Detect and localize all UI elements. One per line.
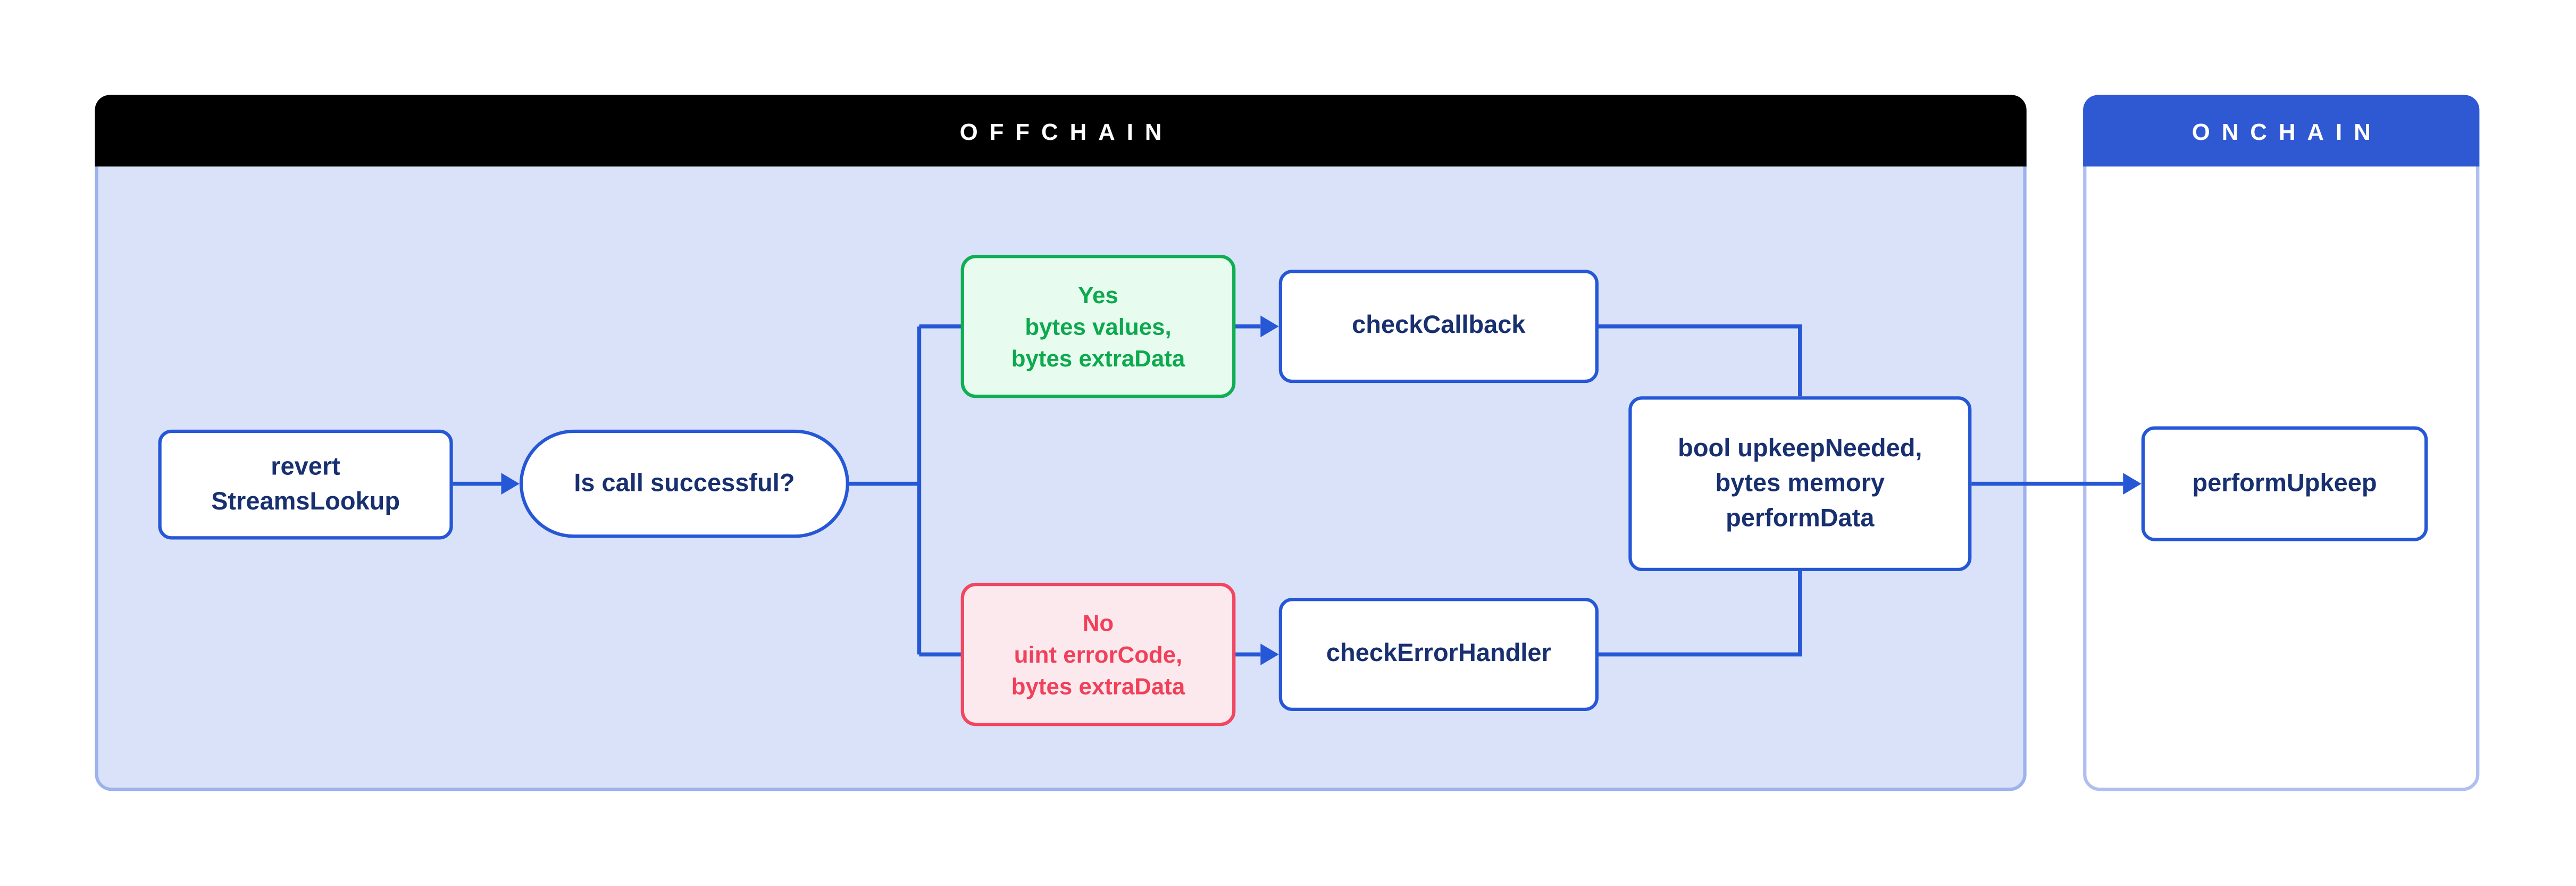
onchain-title: ONCHAIN	[2192, 117, 2382, 144]
node-yes-label: Yes bytes values, bytes extraData	[1011, 280, 1185, 371]
onchain-header: ONCHAIN	[2083, 95, 2480, 167]
node-is-call-successful: Is call successful?	[519, 429, 849, 538]
offchain-header: OFFCHAIN	[95, 95, 2027, 167]
node-perform-upkeep: performUpkeep	[2141, 426, 2428, 541]
node-revert-streamslookup: revert StreamsLookup	[158, 429, 453, 540]
node-check-error-handler-label: checkErrorHandler	[1326, 639, 1551, 668]
node-perform-upkeep-label: performUpkeep	[2192, 469, 2377, 497]
node-check-error-handler: checkErrorHandler	[1278, 598, 1599, 712]
node-no-branch: No uint errorCode, bytes extraData	[960, 582, 1236, 726]
node-check-result: bool upkeepNeeded, bytes memory performD…	[1628, 396, 1972, 572]
node-revert-label: revert StreamsLookup	[211, 453, 400, 516]
offchain-title: OFFCHAIN	[959, 117, 1174, 144]
node-no-label: No uint errorCode, bytes extraData	[1011, 608, 1185, 699]
node-yes-branch: Yes bytes values, bytes extraData	[960, 255, 1236, 398]
node-check-callback-label: checkCallback	[1352, 311, 1526, 340]
node-check-result-label: bool upkeepNeeded, bytes memory performD…	[1678, 434, 1922, 533]
node-check-callback: checkCallback	[1278, 270, 1599, 383]
node-decision-label: Is call successful?	[574, 469, 795, 497]
